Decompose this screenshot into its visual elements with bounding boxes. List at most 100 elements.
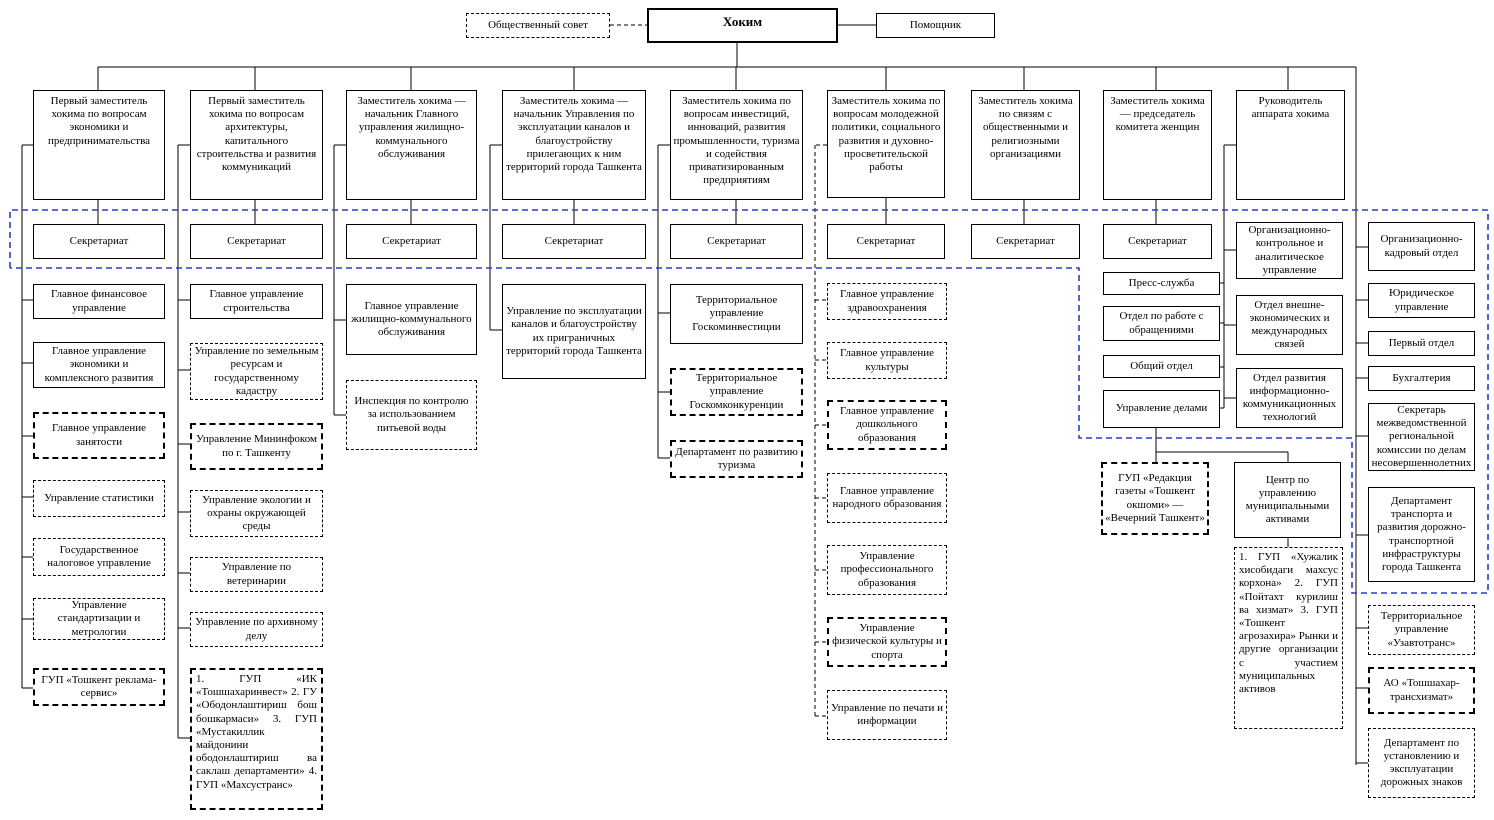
- unit-label: Отдел развития информационно-коммуникаци…: [1242, 371, 1337, 424]
- unit-label: Главное управление дошкольного образован…: [839, 405, 935, 444]
- main-construction-department: Главное управление строительства: [190, 284, 323, 319]
- municipal-enterprises-list: 1. ГУП «Хужалик хисобидаги махсус корхон…: [1234, 547, 1343, 729]
- secretariat-label: Секретариат: [544, 234, 604, 247]
- deputy-public-relations: Заместитель хокима по связям с обществен…: [971, 90, 1080, 200]
- hr-department: Организационно-кадровый отдел: [1368, 222, 1475, 271]
- unit-label: Главное управление здравоохранения: [839, 288, 935, 314]
- assistant-box: Помощник: [876, 13, 995, 38]
- veterinary-department: Управление по ветеринарии: [190, 557, 323, 592]
- hokim-label: Хоким: [722, 14, 763, 29]
- unit-label: Управление по печати и информации: [830, 701, 943, 727]
- main-economy-department: Главное управление экономики и комплексн…: [33, 342, 165, 388]
- employment-department: Главное управление занятости: [33, 412, 165, 459]
- statistics-department: Управление статистики: [33, 480, 165, 517]
- secretariat-box: Секретариат: [1103, 224, 1212, 259]
- deputy-housing: Заместитель хокима — начальник Главного …: [346, 90, 477, 200]
- deputy-economy: Первый заместитель хокима по вопросам эк…: [33, 90, 165, 200]
- deputy-label: Заместитель хокима по связям с обществен…: [978, 95, 1073, 160]
- deputy-label: Руководитель аппарата хокима: [1251, 95, 1330, 121]
- unit-label: Управление по архивному делу: [195, 616, 318, 642]
- culture-department: Главное управление культуры: [827, 342, 947, 379]
- secretariat-box: Секретариат: [190, 224, 323, 259]
- unit-label: Государственное налоговое управление: [47, 543, 151, 569]
- appeals-department: Отдел по работе с обращениями: [1103, 306, 1220, 341]
- deputy-investment: Заместитель хокима по вопросам инвестици…: [670, 90, 803, 200]
- unit-label: Главное управление культуры: [839, 347, 935, 373]
- deputy-canals: Заместитель хокима — начальник Управлени…: [502, 90, 646, 200]
- secretariat-box: Секретариат: [670, 224, 803, 259]
- unit-label: Организационно-контрольное и аналитическ…: [1248, 224, 1331, 276]
- unit-label: Главное управление народного образования: [832, 484, 942, 510]
- newspaper-editorial: ГУП «Редакция газеты «Тошкент окшоми» — …: [1101, 462, 1209, 535]
- unit-label: Управление физической культуры и спорта: [832, 622, 942, 661]
- unit-label: Отдел по работе с обращениями: [1119, 310, 1204, 336]
- unit-label: Первый отдел: [1388, 336, 1455, 349]
- tourism-department: Департамент по развитию туризма: [670, 440, 803, 478]
- unit-label: Департамент по установлению и эксплуатац…: [1380, 736, 1463, 789]
- unit-label: Департамент транспорта и развития дорожн…: [1377, 494, 1466, 573]
- affairs-management: Управление делами: [1103, 390, 1220, 428]
- unit-label: Пресс-служба: [1128, 276, 1195, 289]
- unit-label: Управление статистики: [44, 491, 154, 504]
- mininfokom-department: Управление Мининфоком по г. Ташкенту: [190, 423, 323, 470]
- unit-label: ГУП «Тошкент реклама-сервис»: [41, 673, 157, 699]
- standardization-department: Управление стандартизации и метрологии: [33, 598, 165, 640]
- unit-label: Управление по ветеринарии: [221, 561, 292, 587]
- main-finance-department: Главное финансовое управление: [33, 284, 165, 319]
- construction-enterprises-list: 1. ГУП «ИК «Тошшахаринвест» 2. ГУ «Ободо…: [190, 668, 323, 810]
- unit-label: Управление экологии и охраны окружающей …: [202, 493, 311, 533]
- juvenile-commission-secretary: Секретарь межведомственной региональной …: [1368, 403, 1475, 471]
- unit-label: Управление Мининфоком по г. Ташкенту: [196, 433, 317, 459]
- uzavtotrans-office: Территориальное управление «Узавтотранс»: [1368, 605, 1475, 655]
- secretariat-box: Секретариат: [971, 224, 1080, 259]
- unit-label: Отдел внешне-экономических и международн…: [1249, 298, 1330, 351]
- unit-label: Инспекция по контролю за использованием …: [354, 395, 469, 434]
- deputy-label: Заместитель хокима — начальник Главного …: [357, 95, 466, 160]
- toshshahar-transkhizmat: АО «Тошшахар-трансхизмат»: [1368, 667, 1475, 714]
- unit-label: Секретарь межведомственной региональной …: [1371, 404, 1472, 469]
- org-control-analytics: Организационно-контрольное и аналитическ…: [1236, 222, 1343, 279]
- secretariat-box: Секретариат: [33, 224, 165, 259]
- ict-department: Отдел развития информационно-коммуникаци…: [1236, 368, 1343, 428]
- transport-department: Департамент транспорта и развития дорожн…: [1368, 487, 1475, 582]
- secretariat-box: Секретариат: [502, 224, 646, 259]
- press-information-department: Управление по печати и информации: [827, 690, 947, 740]
- unit-label: 1. ГУП «ИК «Тошшахаринвест» 2. ГУ «Ободо…: [196, 673, 317, 791]
- secretariat-box: Секретариат: [827, 224, 945, 259]
- deputy-women: Заместитель хокима — председатель комите…: [1103, 90, 1212, 200]
- assistant-label: Помощник: [909, 18, 962, 31]
- deputy-label: Заместитель хокима по вопросам инвестици…: [673, 95, 800, 187]
- unit-label: Территориальное управление Госкомконкуре…: [689, 372, 784, 411]
- public-council-box: Общественный совет: [466, 13, 610, 38]
- unit-label: Территориальное управление Госкоминвести…: [692, 294, 781, 333]
- secretariat-label: Секретариат: [856, 234, 916, 247]
- deputy-youth: Заместитель хокима по вопросам молодежно…: [827, 90, 945, 198]
- deputy-label: Заместитель хокима — начальник Управлени…: [506, 95, 642, 173]
- hokim-box: Хоким: [647, 8, 838, 43]
- unit-label: Управление делами: [1115, 402, 1208, 415]
- sport-department: Управление физической культуры и спорта: [827, 617, 947, 667]
- ecology-department: Управление экологии и охраны окружающей …: [190, 490, 323, 537]
- public-education-department: Главное управление народного образования: [827, 473, 947, 523]
- secretariat-label: Секретариат: [382, 234, 441, 247]
- secretariat-label: Секретариат: [227, 234, 286, 247]
- unit-label: Главное управление занятости: [51, 422, 147, 448]
- road-signs-department: Департамент по установлению и эксплуатац…: [1368, 728, 1475, 798]
- unit-label: Юридическое управление: [1388, 287, 1455, 313]
- unit-label: Главное управление жилищно-коммунального…: [351, 299, 472, 339]
- head-of-apparatus: Руководитель аппарата хокима: [1236, 90, 1345, 200]
- healthcare-department: Главное управление здравоохранения: [827, 283, 947, 320]
- unit-label: Территориальное управление «Узавтотранс»: [1380, 610, 1463, 649]
- archive-department: Управление по архивному делу: [190, 612, 323, 647]
- public-council-label: Общественный совет: [488, 18, 588, 31]
- unit-label: Управление по эксплуатации каналов и бла…: [506, 305, 642, 357]
- secretariat-label: Секретариат: [707, 234, 766, 247]
- secretariat-label: Секретариат: [69, 234, 129, 247]
- unit-label: Центр по управлению муниципальными актив…: [1245, 473, 1330, 526]
- first-department: Первый отдел: [1368, 331, 1475, 356]
- deputy-label: Первый заместитель хокима по вопросам эк…: [47, 95, 151, 147]
- secretariat-box: Секретариат: [346, 224, 477, 259]
- tax-department: Государственное налоговое управление: [33, 538, 165, 576]
- legal-department: Юридическое управление: [1368, 283, 1475, 318]
